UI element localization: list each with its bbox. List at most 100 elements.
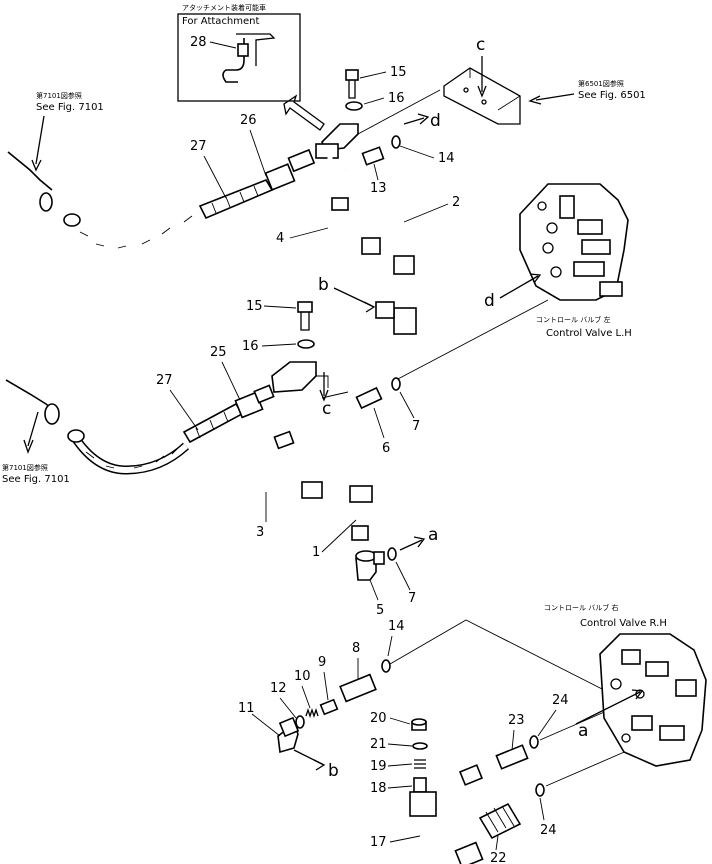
part-1-label: 1 <box>312 545 320 560</box>
bottom-center-group: 20 21 19 18 17 23 24 22 <box>370 693 653 864</box>
control-valve-rh: コントロール バルブ 右 Control Valve R.H a <box>544 603 707 767</box>
part-24b-label: 24 <box>540 823 557 838</box>
elbow-group: 5 7 a <box>355 525 438 618</box>
leader-c-top <box>357 89 441 135</box>
part-15b-label: 15 <box>246 299 263 314</box>
ref-7101-top-arrow <box>35 115 45 165</box>
hose-26 <box>198 179 274 220</box>
hose-assembly-mid: 25 27 <box>67 345 275 475</box>
hose-27-top-end <box>63 213 81 227</box>
pipe-4-nut <box>361 237 381 255</box>
inset-frame <box>177 13 301 102</box>
fitting-6 <box>355 386 383 410</box>
ref-7101-top-hose-end <box>7 151 53 191</box>
part-9 <box>319 698 339 716</box>
bracket-fig6501: c 第6501図参照 See Fig. 6501 <box>443 35 646 125</box>
ref-fig7101-top: 第7101図参照 See Fig. 7101 <box>7 91 104 212</box>
part-3-label: 3 <box>256 525 264 540</box>
part-11-label: 11 <box>238 701 255 716</box>
letter-b-mid: b <box>318 275 329 295</box>
part-18 <box>413 777 427 793</box>
o-ring-24-top <box>529 735 539 749</box>
inset-leader <box>209 41 237 49</box>
ref-7101-top-en: See Fig. 7101 <box>36 102 104 113</box>
inset-part-28-label: 28 <box>190 35 207 50</box>
part-14b-label: 14 <box>388 619 405 634</box>
washer-16-top <box>345 101 363 111</box>
part-27a-label: 27 <box>190 139 207 154</box>
part-19-label: 19 <box>370 759 387 774</box>
part-4-label: 4 <box>276 231 284 246</box>
bracket-top-fitting <box>315 143 339 159</box>
letter-d-top: d <box>430 111 441 131</box>
part-25-label: 25 <box>210 345 227 360</box>
flow-arrow-a-mid <box>399 539 423 551</box>
letter-c-mid: c <box>322 399 331 419</box>
ref-7101-top-jp: 第7101図参照 <box>36 91 82 100</box>
inset-fitting <box>237 43 249 57</box>
pipe-3-nut <box>301 481 323 499</box>
pipe-2-elbow <box>393 307 417 335</box>
part-12-label: 12 <box>270 681 287 696</box>
ref-6501-en: See Fig. 6501 <box>578 90 646 101</box>
part-10-label: 10 <box>294 669 311 684</box>
o-ring-7-bottom <box>387 547 397 561</box>
hose-26-fitting <box>264 163 296 191</box>
o-ring-14-top <box>391 135 401 149</box>
washer-16-mid <box>297 339 315 349</box>
inset-bracket <box>236 33 276 66</box>
part-7b-label: 7 <box>408 591 416 606</box>
cv-rh-en: Control Valve R.H <box>580 618 667 629</box>
pipe-assembly-mid: 15 16 c 1 3 6 7 <box>241 299 420 560</box>
bracket-mid <box>271 361 317 393</box>
ref-7101-bot-jp: 第7101図参照 <box>2 463 48 472</box>
seal-12 <box>295 715 305 729</box>
spring-10 <box>305 707 319 719</box>
part-2-label: 2 <box>452 195 460 210</box>
part-14a-label: 14 <box>438 151 455 166</box>
part-5-label: 5 <box>376 603 384 618</box>
part-23-label: 23 <box>508 713 525 728</box>
bolt-15-top <box>345 69 359 81</box>
pipe-assembly-top: 2 4 15 16 13 14 d <box>276 65 460 335</box>
part-21-label: 21 <box>370 737 387 752</box>
part-20-label: 20 <box>370 711 387 726</box>
cv-lh-en: Control Valve L.H <box>546 328 632 339</box>
fitting-23 <box>495 744 529 770</box>
letter-d-mid: d <box>484 291 495 311</box>
inset-pipe <box>222 38 245 83</box>
leader-valve-lh <box>395 299 549 381</box>
part-16a-label: 16 <box>388 91 405 106</box>
valve-rh-body <box>599 633 707 767</box>
part-26-label: 26 <box>240 113 257 128</box>
pipe-2-tee <box>393 255 415 275</box>
part-17-label: 17 <box>370 835 387 850</box>
inset-title-jp: アタッチメント装着可能車 <box>182 3 266 12</box>
part-16b-label: 16 <box>242 339 259 354</box>
hose-assembly-top: 26 27 <box>63 113 316 254</box>
adapter-8 <box>339 673 377 703</box>
cv-rh-jp: コントロール バルブ 右 <box>544 603 618 612</box>
o-ring-7-top <box>391 377 401 391</box>
pipe-1-tee <box>349 485 373 503</box>
ref-fig7101-bottom: 第7101図参照 See Fig. 7101 <box>2 379 70 485</box>
pipe-17-block <box>409 791 437 817</box>
spring-19 <box>414 759 426 769</box>
o-ring-24-bottom <box>535 783 545 797</box>
control-valve-lh: コントロール バルブ 左 Control Valve L.H d <box>484 183 632 339</box>
inset-pointer-arrow <box>283 94 325 131</box>
flow-arrow-d-top <box>403 117 425 125</box>
o-ring-14-bottom <box>381 659 391 673</box>
part-24a-label: 24 <box>552 693 569 708</box>
cv-lh-jp: コントロール バルブ 左 <box>536 315 610 324</box>
part-15a-label: 15 <box>390 65 407 80</box>
part-7a-label: 7 <box>412 419 420 434</box>
bottom-left-group: 14 8 9 10 12 11 b <box>238 619 605 781</box>
letter-b-bottom: b <box>328 761 339 781</box>
part-13-label: 13 <box>370 181 387 196</box>
part-6-label: 6 <box>382 441 390 456</box>
attachment-inset: アタッチメント装着可能車 For Attachment 28 <box>177 3 301 102</box>
part-18-label: 18 <box>370 781 387 796</box>
letter-c-top: c <box>476 35 485 55</box>
